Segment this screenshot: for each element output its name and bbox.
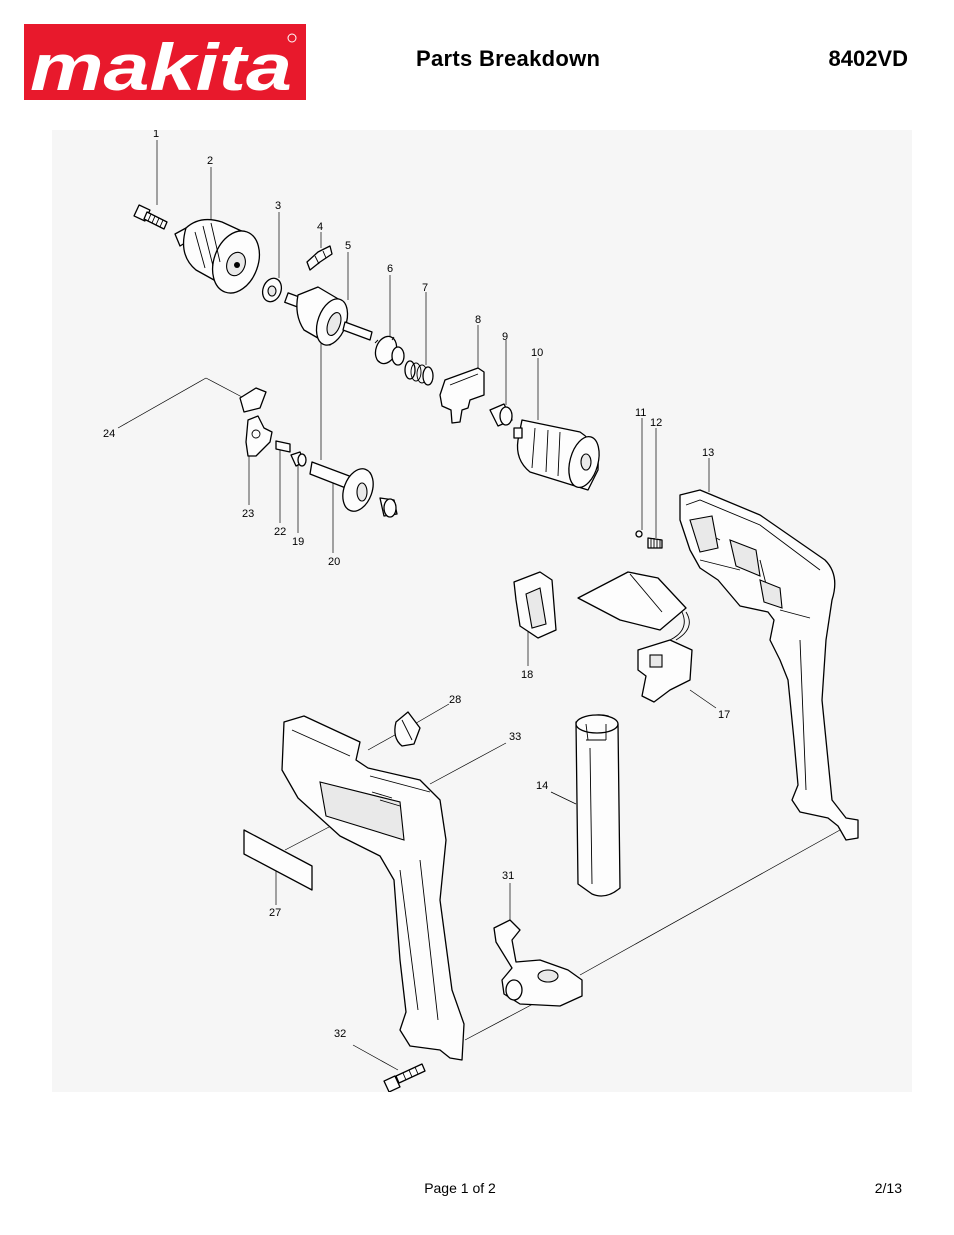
page-title: Parts Breakdown — [416, 46, 601, 71]
part-4-clip — [306, 245, 333, 271]
exploded-parts-diagram: 1 2 3 4 5 6 7 8 9 10 11 12 13 14 17 18 1… — [52, 130, 912, 1092]
label-20: 20 — [328, 556, 340, 568]
label-27: 27 — [269, 907, 281, 919]
label-33: 33 — [509, 731, 521, 743]
part-17-switch — [577, 571, 693, 703]
label-32: 32 — [334, 1028, 346, 1040]
part-1-screw — [133, 204, 168, 230]
part-24-clip — [239, 387, 267, 413]
part-31-battery-holder — [493, 919, 583, 1007]
part-20-gear-shaft — [309, 461, 398, 518]
label-6: 6 — [387, 263, 393, 275]
label-9: 9 — [502, 331, 508, 343]
label-1: 1 — [153, 130, 159, 140]
label-28: 28 — [449, 694, 461, 706]
label-24: 24 — [103, 428, 115, 440]
label-4: 4 — [317, 221, 323, 233]
part-33-housing-left — [281, 715, 465, 1061]
label-10: 10 — [531, 347, 543, 359]
document-page-number: 2/13 — [874, 1180, 902, 1196]
leader-lines — [117, 140, 841, 1071]
label-22: 22 — [274, 526, 286, 538]
label-3: 3 — [275, 200, 281, 212]
label-8: 8 — [475, 314, 481, 326]
part-12-spring — [647, 537, 663, 549]
part-8-bracket — [439, 367, 485, 424]
part-27-nameplate — [243, 829, 313, 891]
label-2: 2 — [207, 155, 213, 167]
part-13-housing-right — [679, 489, 859, 841]
diagram-svg: 1 2 3 4 5 6 7 8 9 10 11 12 13 14 17 18 1… — [103, 130, 859, 1092]
label-12: 12 — [650, 417, 662, 429]
label-13: 13 — [702, 447, 714, 459]
part-number-labels: 1 2 3 4 5 6 7 8 9 10 11 12 13 14 17 18 1… — [103, 130, 730, 1040]
label-19: 19 — [292, 536, 304, 548]
part-32-screw — [383, 1063, 426, 1092]
label-17: 17 — [718, 709, 730, 721]
part-10-motor — [513, 419, 600, 491]
makita-logo: makita — [24, 24, 306, 100]
part-19-bushing — [290, 451, 307, 467]
model-number: 8402VD — [828, 46, 908, 71]
label-14: 14 — [536, 780, 548, 792]
part-22-pin — [275, 440, 291, 453]
part-9-bushing — [489, 403, 513, 427]
part-6-gear — [374, 335, 405, 366]
page-indicator: Page 1 of 2 — [424, 1180, 496, 1196]
part-2-keyless-chuck — [174, 218, 261, 294]
part-3-washer — [261, 277, 283, 303]
label-23: 23 — [242, 508, 254, 520]
part-11-steel-ball — [635, 530, 643, 538]
label-11: 11 — [635, 407, 646, 419]
label-31: 31 — [502, 870, 514, 882]
svg-text:makita: makita — [30, 30, 292, 100]
part-5-spindle-assembly — [284, 286, 373, 346]
label-5: 5 — [345, 240, 351, 252]
label-7: 7 — [422, 282, 428, 294]
label-18: 18 — [521, 669, 533, 681]
part-28-clip — [394, 711, 421, 747]
part-7-spring — [404, 360, 434, 386]
part-18-button — [513, 571, 557, 639]
part-14-battery — [575, 714, 621, 897]
part-23-lock-lever — [245, 415, 273, 457]
